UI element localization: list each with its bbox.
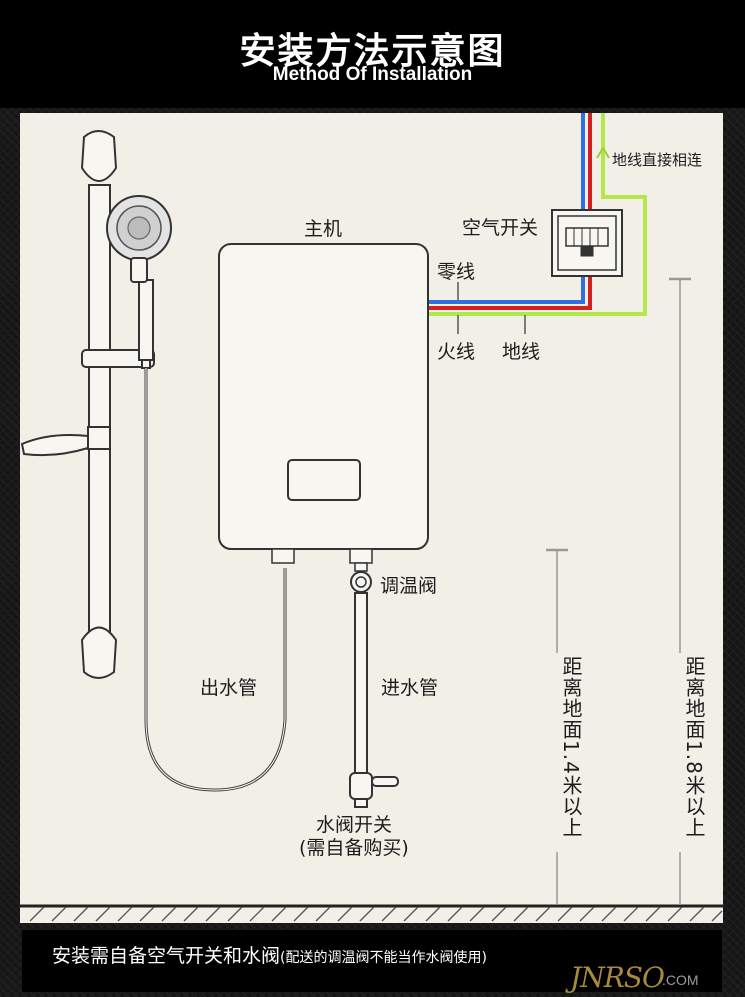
hand-shower — [106, 195, 172, 369]
water-valve-switch-label: 水阀开关 — [316, 814, 393, 836]
floor — [20, 904, 723, 922]
neutral-wire-label: 零线 — [437, 261, 476, 283]
footer-sub-text: (配送的调温阀不能当作水阀使用) — [280, 950, 487, 966]
inlet-pipe — [354, 592, 368, 774]
footer-main-text: 安装需自备空气开关和水阀 — [52, 945, 281, 967]
header-banner: 安装方法示意图 Method Of Installation — [0, 0, 745, 108]
self-purchase-label: (需自备购买) — [299, 837, 409, 859]
live-wire-label: 火线 — [437, 341, 476, 363]
watermark-logo: JNRSO — [570, 961, 665, 994]
wires — [428, 113, 647, 334]
temperature-valve — [350, 562, 372, 593]
inlet-pipe-label: 进水管 — [381, 677, 439, 699]
height-marker-1-4m — [546, 548, 568, 905]
shower-slide-bar — [20, 130, 155, 679]
temperature-valve-label: 调温阀 — [380, 575, 438, 597]
footer-note: 安装需自备空气开关和水阀(配送的调温阀不能当作水阀使用) — [22, 930, 722, 992]
air-switch-label: 空气开关 — [462, 217, 539, 239]
air-switch-icon — [551, 209, 623, 277]
height-label-1-8m: 距离地面1.8米以上 — [682, 656, 706, 838]
main-unit-label: 主机 — [304, 218, 343, 240]
water-valve-icon — [349, 772, 399, 808]
page-title: 安装方法示意图 — [239, 30, 506, 72]
footer-note-text: 安装需自备空气开关和水阀(配送的调温阀不能当作水阀使用) — [52, 941, 487, 968]
page-subtitle: Method Of Installation — [272, 64, 473, 85]
ground-wire-direct-label: 地线直接相连 — [612, 151, 703, 169]
watermark-domain: .COM — [662, 972, 699, 988]
outlet-pipe-label: 出水管 — [200, 677, 258, 699]
height-label-1-4m: 距离地面1.4米以上 — [559, 656, 583, 838]
ground-wire-label: 地线 — [502, 341, 541, 363]
height-marker-1-8m — [669, 277, 691, 905]
water-heater-unit — [218, 243, 429, 564]
